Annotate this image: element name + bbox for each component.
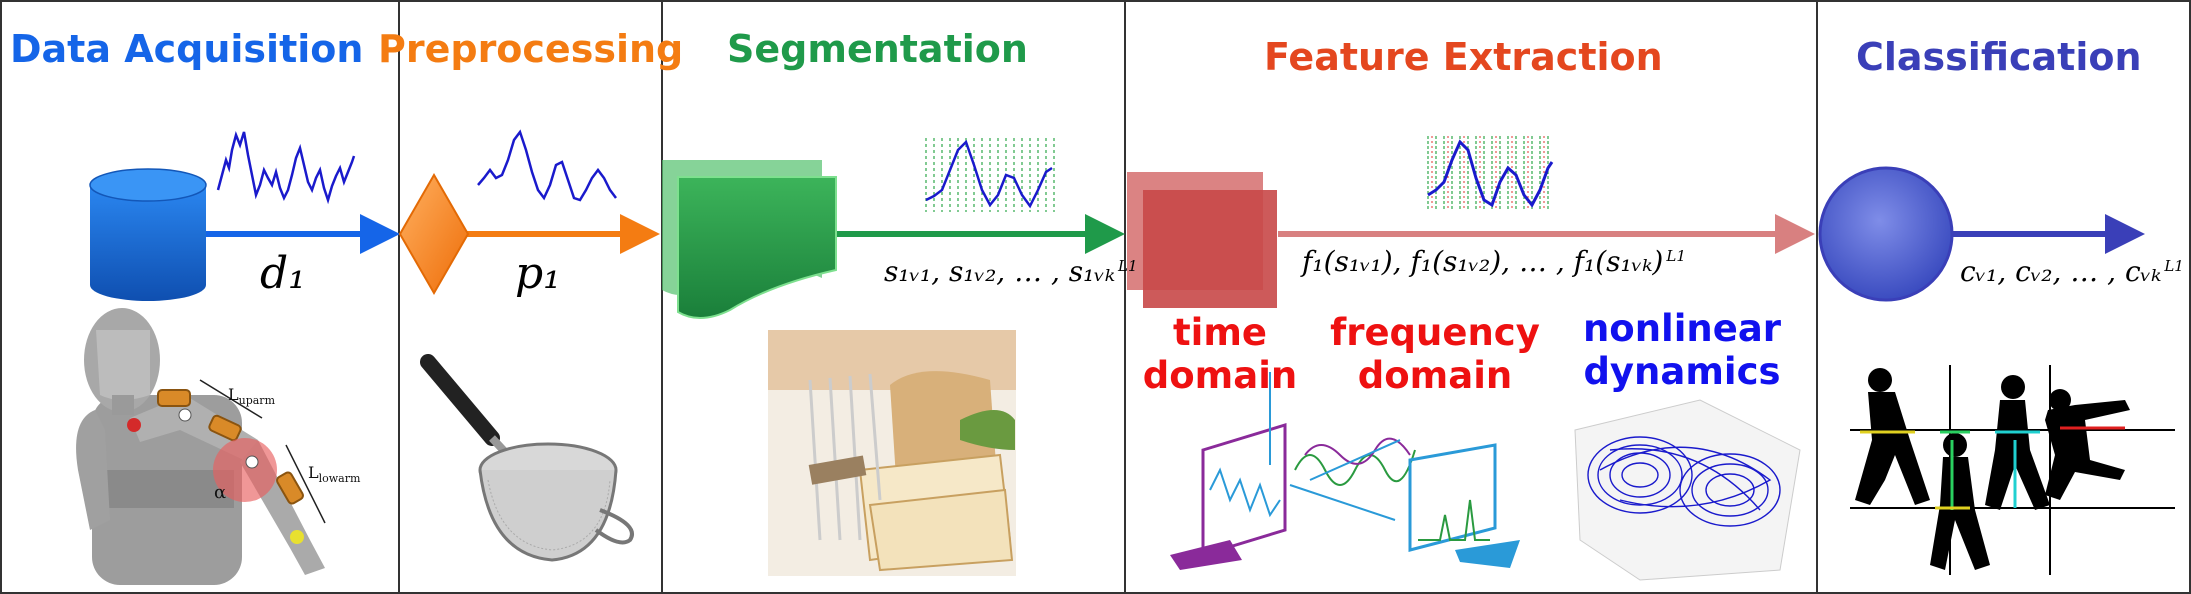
label-p1: p₁: [515, 248, 561, 299]
label-d1: d₁: [260, 248, 306, 299]
raw-signal: [216, 131, 356, 205]
title-data-acquisition: Data Acquisition: [10, 27, 364, 71]
feature-icon: [1127, 172, 1277, 308]
segmented-signal: [925, 138, 1055, 212]
angle-label: α: [214, 482, 226, 503]
flow-arrows: [200, 214, 2145, 254]
walking-figures-icon: [1850, 365, 2175, 575]
strainer-icon: [420, 354, 634, 562]
database-icon: [89, 168, 207, 301]
feature-signal: [1424, 136, 1554, 210]
arrow-acquisition: [200, 214, 400, 254]
title-feature-extraction: Feature Extraction: [1264, 35, 1663, 79]
arm-model-icon: [76, 308, 326, 585]
fourier-icon: [1170, 372, 1520, 570]
title-classification: Classification: [1856, 35, 2142, 79]
arrow-classification: [1952, 214, 2145, 254]
arrow-feature: [1278, 214, 1815, 254]
classifier-icon: [1818, 166, 1954, 302]
upper-arm-label: Luparm: [228, 385, 276, 407]
title-preprocessing: Preprocessing: [378, 27, 684, 71]
arrow-segmentation: [836, 214, 1125, 254]
attractor-icon: [1574, 399, 1801, 581]
arrow-preprocessing: [465, 214, 660, 254]
filter-icon: [398, 172, 470, 296]
lower-arm-label: Llowarm: [308, 463, 361, 485]
label-features: f₁(s₁ᵥ₁), f₁(s₁ᵥ₂), … , f₁(s₁ᵥₖ)L1: [1302, 245, 1686, 278]
segmentation-icon: [662, 160, 837, 319]
bread-slicer-icon: [768, 330, 1016, 576]
filtered-signal: [477, 129, 617, 202]
title-segmentation: Segmentation: [727, 27, 1028, 71]
